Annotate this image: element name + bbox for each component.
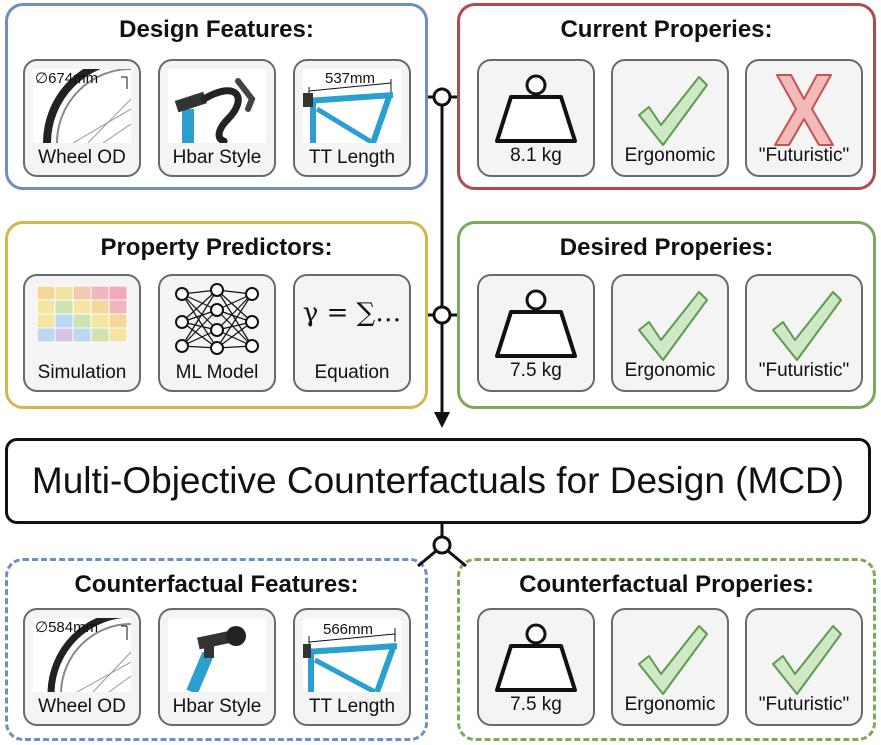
equation-card: γ = ∑… Equation <box>293 274 411 392</box>
cf-tt-dimension: 566mm <box>323 621 373 638</box>
hbar-style-label: Hbar Style <box>172 147 262 168</box>
junction-node <box>432 87 452 107</box>
current-weight-card: 8.1 kg <box>477 59 595 177</box>
current-ergonomic-label: Ergonomic <box>624 145 716 166</box>
current-futuristic-card: "Futuristic" <box>745 59 863 177</box>
cf-wheel-od-card: ∅584mm Wheel OD <box>23 608 141 726</box>
wheel-image: ∅674mm <box>33 61 132 144</box>
cf-ergonomic-card: Ergonomic <box>611 608 729 726</box>
tt-dimension: 537mm <box>325 70 375 87</box>
cf-tt-length-label: TT Length <box>308 696 396 717</box>
equation-formula: γ = ∑… <box>302 298 402 328</box>
weight-icon <box>495 289 577 358</box>
current-properties-panel: Current Properies: 8.1 kg Ergonomic "Fut… <box>457 3 876 190</box>
counterfactual-features-panel: Counterfactual Features: ∅584mm Wheel OD <box>5 558 428 741</box>
desired-properties-title: Desired Properies: <box>559 234 774 261</box>
wheel-icon: ∅674mm <box>35 61 132 144</box>
cf-weight-card: 7.5 kg <box>477 608 595 726</box>
handlebar-icon <box>186 626 246 695</box>
wheel-icon: ∅584mm <box>35 610 132 693</box>
desired-weight-label: 7.5 kg <box>510 360 562 381</box>
tt-image: 537mm <box>303 69 401 146</box>
desired-futuristic-card: "Futuristic" <box>745 274 863 392</box>
counterfactual-properties-panel: Counterfactual Properies: 7.5 kg Ergonom… <box>457 558 876 741</box>
tt-length-card: 537mm TT Length <box>293 59 411 177</box>
cross-icon <box>774 74 834 146</box>
wheel-od-card: ∅674mm Wheel OD <box>23 59 141 177</box>
cf-wheel-image: ∅584mm <box>33 610 132 693</box>
counterfactual-features-title: Counterfactual Features: <box>74 571 359 598</box>
hbar-style-card: Hbar Style <box>158 59 276 177</box>
property-predictors-panel: Property Predictors: Simulation <box>5 221 428 409</box>
hbar-image <box>168 69 266 145</box>
simulation-card: Simulation <box>23 274 141 392</box>
check-icon <box>638 625 708 695</box>
current-properties-title: Current Properies: <box>560 16 773 43</box>
cf-futuristic-card: "Futuristic" <box>745 608 863 726</box>
desired-ergonomic-label: Ergonomic <box>624 360 716 381</box>
mcd-box: Multi-Objective Counterfactuals for Desi… <box>5 438 871 524</box>
check-icon <box>638 76 708 146</box>
weight-icon <box>495 623 577 692</box>
neural-network-icon <box>175 283 259 355</box>
simulation-grid-icon <box>36 285 128 343</box>
ml-model-label: ML Model <box>175 362 259 383</box>
handlebar-icon <box>174 78 256 145</box>
current-ergonomic-card: Ergonomic <box>611 59 729 177</box>
cf-wheel-od-label: Wheel OD <box>38 696 126 717</box>
check-icon <box>772 625 842 695</box>
cf-tt-image: 566mm <box>303 618 401 695</box>
current-futuristic-label: "Futuristic" <box>758 145 850 166</box>
split-node <box>432 535 452 555</box>
cf-hbar-style-card: Hbar Style <box>158 608 276 726</box>
check-icon <box>772 291 842 361</box>
cf-wheel-dimension: ∅584mm <box>35 619 98 636</box>
design-features-panel: Design Features: ∅674mm Wheel OD <box>5 3 428 190</box>
arrow-head <box>434 412 450 428</box>
top-tube-icon: 537mm <box>303 70 394 146</box>
cf-futuristic-label: "Futuristic" <box>758 694 850 715</box>
design-features-title: Design Features: <box>119 16 314 43</box>
desired-futuristic-label: "Futuristic" <box>758 360 850 381</box>
current-weight-label: 8.1 kg <box>510 145 562 166</box>
cf-hbar-style-label: Hbar Style <box>172 696 262 717</box>
wheel-od-label: Wheel OD <box>38 147 126 168</box>
tt-length-label: TT Length <box>308 147 396 168</box>
cf-tt-length-card: 566mm TT Length <box>293 608 411 726</box>
cf-ergonomic-label: Ergonomic <box>624 694 716 715</box>
cf-weight-label: 7.5 kg <box>510 694 562 715</box>
simulation-label: Simulation <box>37 362 127 383</box>
desired-properties-panel: Desired Properies: 7.5 kg Ergonomic "Fut… <box>457 221 876 409</box>
equation-label: Equation <box>314 362 390 383</box>
desired-ergonomic-card: Ergonomic <box>611 274 729 392</box>
check-icon <box>638 291 708 361</box>
property-predictors-title: Property Predictors: <box>100 234 333 261</box>
desired-weight-card: 7.5 kg <box>477 274 595 392</box>
counterfactual-properties-title: Counterfactual Properies: <box>519 571 814 598</box>
top-tube-icon: 566mm <box>303 621 398 695</box>
wheel-dimension: ∅674mm <box>35 70 98 87</box>
ml-model-card: ML Model <box>158 274 276 392</box>
junction-node <box>432 305 452 325</box>
weight-icon <box>495 74 577 143</box>
cf-hbar-image <box>168 618 266 695</box>
